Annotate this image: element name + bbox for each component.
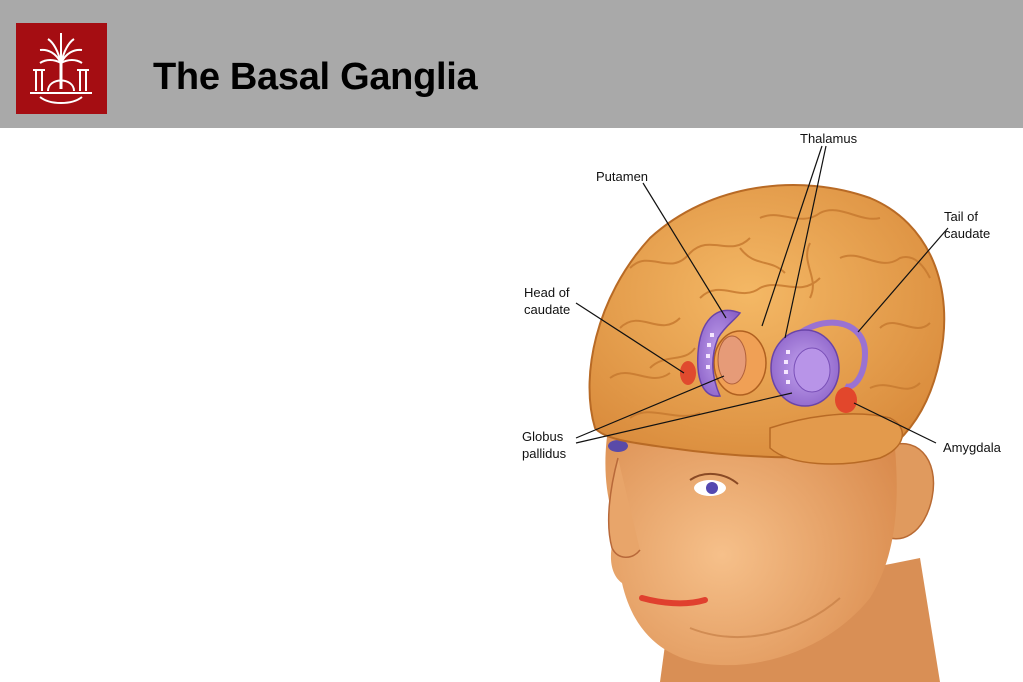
university-logo: [16, 23, 107, 114]
tail-of-caudate-structure: [798, 319, 869, 390]
slide-title: The Basal Ganglia: [153, 56, 478, 98]
label-tail-of-caudate-line2: caudate: [944, 226, 991, 241]
eye: [608, 440, 628, 452]
iris: [706, 482, 718, 494]
putamen-structure: [697, 309, 742, 397]
mouth: [639, 595, 708, 607]
nose: [607, 457, 641, 558]
brain: [588, 184, 946, 459]
label-globus-pallidus-line2: pallidus: [522, 446, 567, 461]
palmetto-tree-seal-icon: [30, 33, 92, 104]
head-brain-drawing: [575, 145, 949, 682]
label-globus-pallidus-line1: Globus: [522, 429, 564, 444]
amygdala-structure: [835, 387, 857, 413]
temporal-lobe: [769, 413, 904, 465]
basal-ganglia-illustration: Thalamus Putamen Tail of caudate Head of…: [500, 128, 1023, 682]
striations: [706, 333, 790, 384]
label-tail-of-caudate-line1: Tail of: [944, 209, 978, 224]
head-of-caudate-structure: [680, 361, 696, 385]
slide-header: The Basal Ganglia: [0, 0, 1023, 128]
label-head-of-caudate-line2: caudate: [524, 302, 571, 317]
label-putamen: Putamen: [596, 169, 649, 184]
leader-lines: [575, 145, 949, 444]
globus-pallidus-structure: [717, 335, 747, 385]
label-thalamus: Thalamus: [800, 131, 858, 146]
gyri: [609, 209, 931, 419]
label-head-of-caudate-line1: Head of: [524, 285, 570, 300]
label-amygdala: Amygdala: [943, 440, 1001, 455]
